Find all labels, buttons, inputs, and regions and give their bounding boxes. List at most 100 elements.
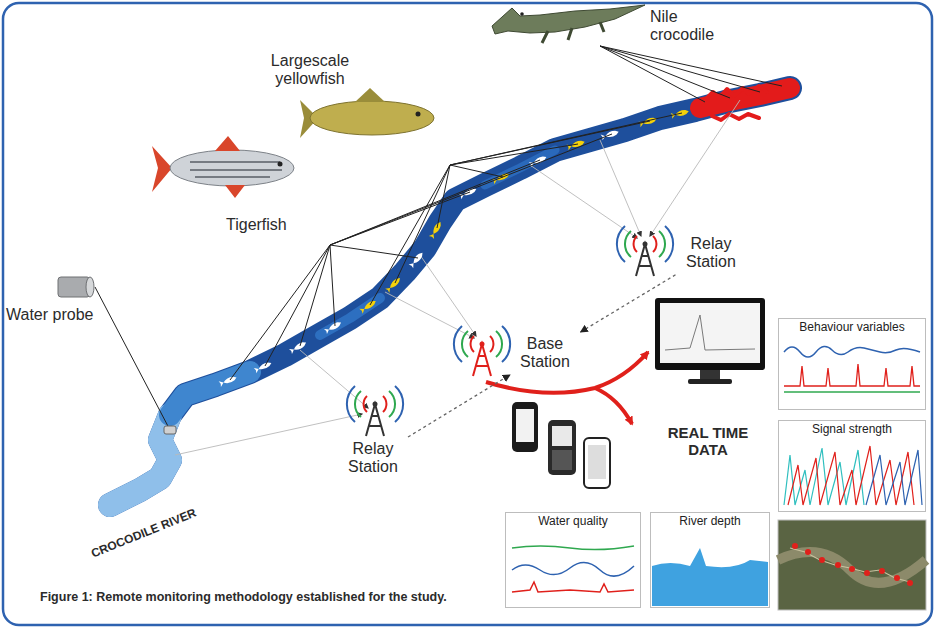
relay-station: Relay Station [340, 440, 406, 477]
tower-tip [480, 342, 485, 347]
phone [512, 402, 538, 452]
tower-wave [364, 396, 387, 412]
panel-title: Signal strength [779, 421, 925, 439]
leader-line [600, 46, 782, 86]
animal-leader-lines [95, 46, 782, 430]
tower-wave [617, 226, 673, 262]
phones-illustration [512, 402, 610, 488]
chart-line [784, 346, 920, 357]
chart-line [784, 364, 920, 386]
data-arrow [595, 388, 632, 424]
panel-title-text: Water quality [536, 514, 610, 528]
map-marker [819, 557, 825, 563]
water-probe-illustration [58, 277, 176, 434]
leader-line [600, 46, 730, 98]
tower-wave [634, 236, 657, 252]
probe-label: Water probe [6, 306, 106, 324]
tigerfish-marker [409, 251, 425, 269]
chart-line [512, 562, 634, 576]
tigerfish-eye [278, 162, 283, 167]
panel-title: River depth [651, 513, 769, 531]
leader-line [330, 134, 612, 245]
chart-panel: River depth [650, 512, 770, 608]
yellowfish-body [310, 101, 434, 135]
river-depth-chart [652, 548, 768, 606]
phone [584, 438, 610, 488]
map-river [790, 548, 910, 582]
phone-keypad [552, 450, 572, 470]
probe-body [58, 277, 90, 297]
monitor-frame [655, 298, 765, 370]
map-marker [864, 570, 870, 576]
yellowfish-marker [385, 276, 402, 293]
tigerfish-marker [219, 375, 238, 387]
tower-wave [347, 386, 403, 422]
tower-wave [355, 391, 395, 417]
base-tower [454, 326, 510, 376]
panel-title-text: Behaviour variables [797, 320, 906, 334]
relay-link [581, 275, 676, 332]
chart-panel: Signal strength [778, 420, 926, 512]
phone [548, 420, 576, 475]
map-marker [907, 580, 913, 586]
frame [3, 3, 932, 625]
phone-screen [552, 426, 572, 446]
tigerfish-body [170, 150, 294, 186]
leader-line [300, 245, 330, 346]
leader-line [600, 46, 705, 102]
signal-line [530, 165, 637, 238]
leader-line [437, 165, 450, 228]
relay-link [408, 375, 510, 437]
leader-line [330, 245, 335, 326]
tigerfish-marker [254, 360, 273, 373]
signal-line [600, 140, 641, 236]
leader-line [450, 113, 682, 165]
chart-line [784, 391, 920, 393]
signal-line [385, 292, 474, 338]
yellowfish-eye [416, 112, 421, 117]
river-mid [170, 372, 250, 415]
map-marker [835, 562, 841, 568]
monitor-screen [660, 303, 760, 363]
depth-area [652, 548, 768, 606]
tigerfish-marker [324, 320, 343, 334]
monitor-stand [700, 370, 720, 380]
station-name: Base Station [512, 335, 578, 372]
probe-in-river [164, 426, 176, 434]
tower-tip [643, 242, 648, 247]
crocodile-legs [542, 22, 604, 43]
station-name: Relay Station [340, 440, 406, 477]
signal-line [175, 414, 362, 455]
tigerfish-illustration [152, 136, 294, 198]
water-quality-chart [512, 546, 634, 592]
crocodile-eye [520, 12, 524, 16]
chart-line [512, 582, 634, 592]
probe-leader-line [95, 287, 170, 430]
yellowfish-fin [355, 88, 385, 102]
leader-line [230, 245, 330, 380]
tower-wave [462, 331, 502, 357]
map-terrain [778, 552, 926, 583]
signal-chart [784, 446, 922, 505]
tower-wave [454, 326, 510, 362]
yellowfish-illustration [300, 88, 434, 138]
figure-caption: Figure 1: Remote monitoring methodology … [40, 590, 447, 604]
phone-screen [588, 445, 606, 479]
monitor-chart [665, 315, 755, 350]
tower-wave [625, 231, 665, 257]
location-map [778, 520, 926, 610]
tigerfish-marker [289, 340, 308, 354]
tower-wave [471, 336, 494, 352]
panel-title-text: River depth [677, 514, 742, 528]
map-marker [894, 575, 900, 581]
panel-title: Water quality [506, 513, 640, 531]
relay-tower-right [617, 226, 673, 276]
chart-line [866, 450, 922, 505]
map-marker [805, 549, 811, 555]
panel-title: Behaviour variables [779, 319, 925, 337]
chart-line [784, 448, 864, 505]
leader-line [370, 165, 450, 305]
species-label: Largescale yellowfish [255, 52, 365, 89]
tower-mast [636, 244, 654, 276]
